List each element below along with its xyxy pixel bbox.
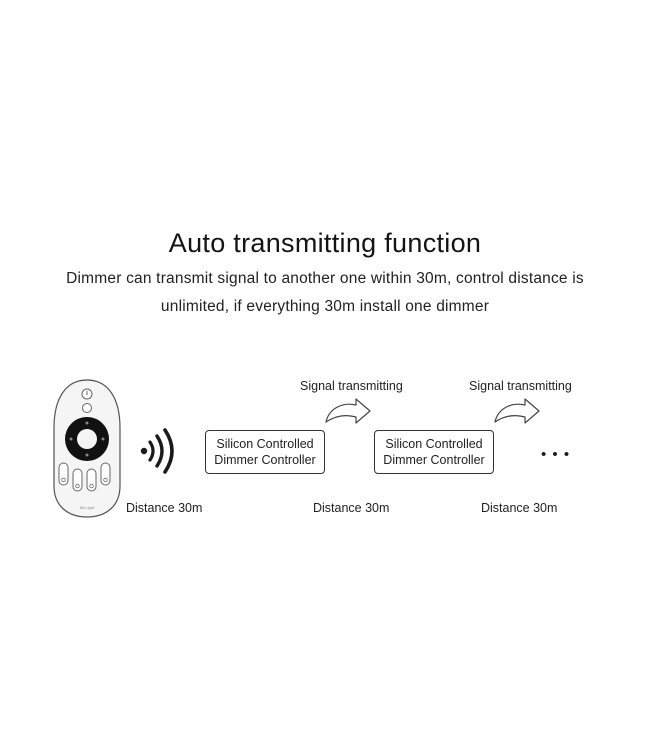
signal-transmitting-label-2: Signal transmitting [469, 379, 572, 393]
remote-control-icon: Mi-Light [53, 379, 121, 518]
controller-box-2: Silicon Controlled Dimmer Controller [374, 430, 494, 474]
curved-arrow-icon [494, 398, 540, 424]
controller-2-line1: Silicon Controlled [385, 437, 483, 451]
distance-label-3: Distance 30m [481, 501, 558, 515]
distance-label-1: Distance 30m [126, 501, 203, 515]
signal-transmitting-label-1: Signal transmitting [300, 379, 403, 393]
controller-1-line2: Dimmer Controller [214, 453, 316, 467]
description-line-2: unlimited, if everything 30m install one… [160, 298, 490, 315]
page-title: Auto transmitting function [168, 228, 482, 258]
controller-box-1: Silicon Controlled Dimmer Controller [205, 430, 325, 474]
controller-1-line1: Silicon Controlled [216, 437, 314, 451]
curved-arrow-icon [325, 398, 371, 424]
distance-label-2: Distance 30m [313, 501, 390, 515]
continuation-dots: • • • [541, 446, 571, 463]
wireless-signal-icon [140, 428, 174, 474]
controller-2-line2: Dimmer Controller [383, 453, 485, 467]
description-line-1: Dimmer can transmit signal to another on… [66, 270, 584, 287]
remote-brand-text: Mi-Light [80, 505, 95, 510]
